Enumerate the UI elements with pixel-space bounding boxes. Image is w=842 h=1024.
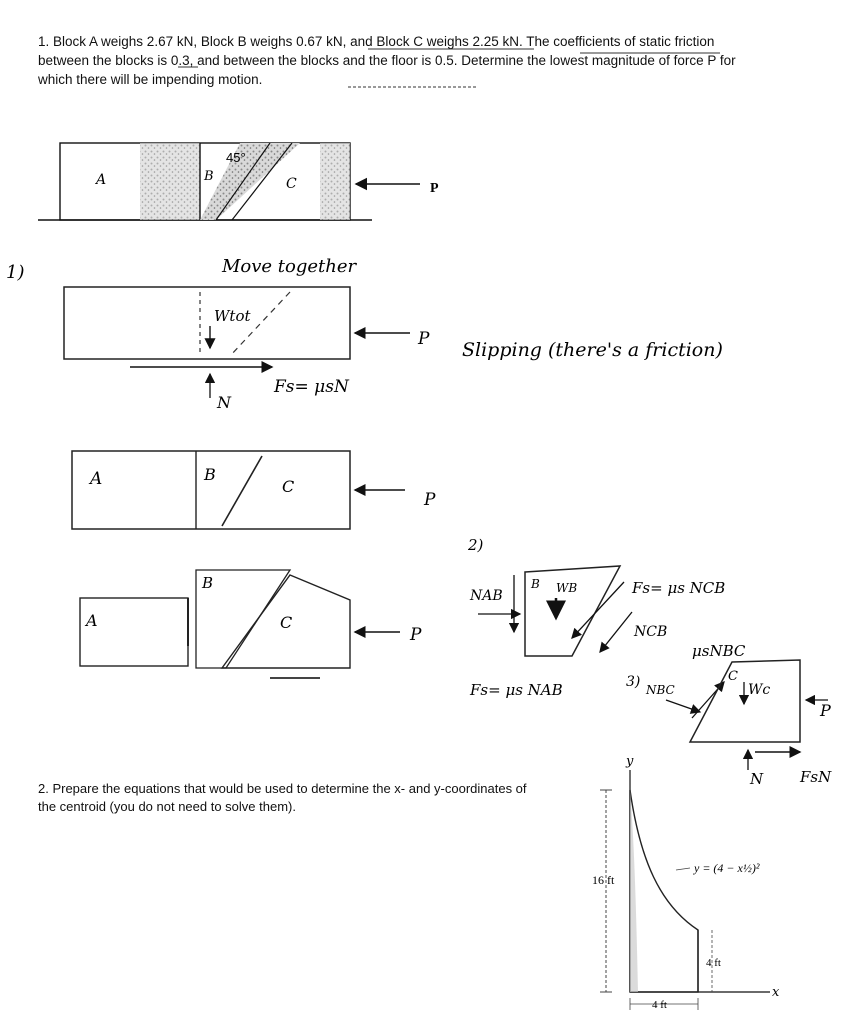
fs-ncb-label: Fs= μs NCB [631,579,725,597]
block-c-label: C [286,176,297,192]
width-dim: 4 ft [652,999,667,1011]
fbd3-p: P [409,625,422,645]
force-p-label: P [430,181,439,196]
fs-nab-label: Fs= μs NAB [469,681,563,699]
p-label-3: P [819,701,831,720]
angle-label: 45° [226,150,246,165]
block-figure: A B C 45° P [38,142,439,221]
wb-label: WB [556,581,577,595]
ncb-label: NCB [633,624,667,640]
combined-block-sketch: Move together Wtot P Slipping (there's a… [63,256,723,412]
fsn-label: FsN [799,768,832,786]
centroid-figure: y x 16 ft y = (4 − x½)² 4 ft 4 ft [592,754,780,1011]
w-tot-label: Wtot [214,307,251,325]
height-dim: 16 ft [592,873,615,887]
mu-nbc-label: μsNBC [692,642,746,660]
block-b-label: B [203,169,214,184]
normal-label-1: N [216,393,232,412]
fbd3-a: A [84,611,98,630]
slipping-note: Slipping (there's a friction) [462,339,723,361]
fbd2-c: C [282,477,294,496]
problem2-line2: the centroid (you do not need to solve t… [38,799,296,814]
step1-marker: 1) [6,262,24,283]
fbd-sketch-3: A B C P [79,569,422,679]
problem1-line2: between the blocks is 0.3, and between t… [38,53,736,68]
fbd2-b: B [203,465,216,484]
nbc-label: NBC [645,683,675,697]
wc-label: Wc [748,682,770,698]
problem1-line3: which there will be impending motion. [38,72,263,87]
x-axis-label: x [772,985,780,1000]
fbd3-b: B [201,574,213,592]
nab-label: NAB [469,588,503,604]
curve-equation: y = (4 − x½)² [693,861,760,875]
y-axis-label: y [625,754,634,769]
fbd3-c: C [280,613,292,632]
normal-label-3: N [749,770,764,788]
problem2-line1: 2. Prepare the equations that would be u… [38,781,527,796]
move-together-note: Move together [221,256,358,277]
fbd2-p: P [423,490,436,510]
text-underlines [178,48,720,88]
step2-marker: 2) [467,536,484,554]
step3-marker: 3) [626,674,640,690]
p-label-1: P [417,329,430,349]
block-a-label: A [94,172,106,188]
friction-eq: Fs= μsN [273,377,350,397]
fbd-block-b: 2) NAB B WB Fs= μs NCB NCB Fs= μs NAB [467,536,725,699]
fbd-block-c: μsNBC 3) NBC C Wc P N FsN [626,642,832,788]
problem1-line1: 1. Block A weighs 2.67 kN, Block B weigh… [38,34,715,49]
right-height-dim: 4 ft [706,957,721,969]
fbd-b-label: B [530,577,540,591]
fbd2-a: A [88,469,102,489]
fbd-sketch-2: A B C P [71,450,436,530]
fbd-c-label: C [728,669,738,684]
